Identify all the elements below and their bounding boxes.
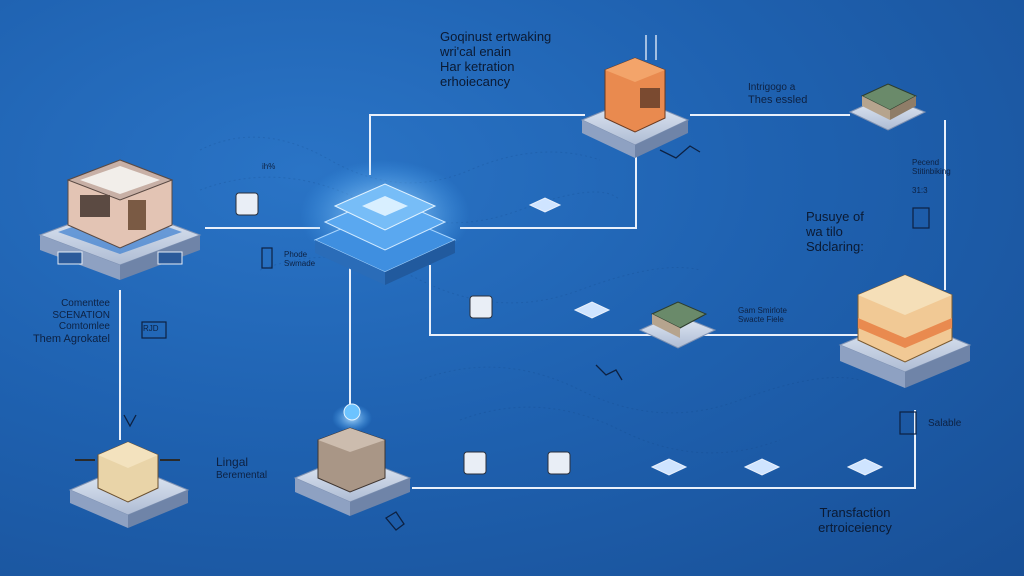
top-center-line-3: Har ketration — [440, 58, 515, 74]
left-block-line-4: Them Agrokatel — [32, 332, 110, 345]
small-glyph-top: ih% — [262, 162, 276, 171]
connector-bottom — [412, 410, 916, 489]
right-small-label: Pecend Stitinbiking 31:3 — [912, 158, 951, 196]
container-node[interactable] — [838, 274, 972, 388]
lingal-line-2: Beremental — [216, 469, 268, 481]
background-pattern — [199, 136, 861, 454]
connector-hub-down — [429, 265, 860, 336]
right-small-line-2: Stitinbiking — [912, 167, 951, 177]
cube-server-node[interactable] — [293, 403, 412, 516]
center-small-line-1: Phode — [284, 250, 308, 259]
scale-icon — [123, 145, 701, 531]
bottom-right-label: Transfaction ertroiceiency — [790, 505, 920, 536]
mid-right-small-line-1: Gam Smirlote — [738, 306, 787, 315]
hub-chip-node[interactable] — [300, 160, 470, 285]
left-block-label: Comenttee SCENATION Comtomlee Them Agrok… — [18, 298, 110, 345]
connectors — [119, 114, 946, 489]
connector-hub-up — [369, 114, 585, 175]
document-icon — [141, 207, 930, 435]
small-tag-left: RJD — [143, 324, 159, 333]
purpose-line-1: Pusuye of — [806, 209, 864, 224]
pin-icon — [645, 35, 657, 60]
lingal-line-1: Lingal — [216, 455, 249, 469]
top-center-line-1: Goqinust ertwaking — [440, 29, 552, 44]
purpose-line-2: wa tilo — [806, 223, 843, 239]
mid-right-small-line-2: Swacte Fiele — [738, 315, 784, 325]
solar-roof-node-mid[interactable] — [638, 301, 717, 349]
building-node[interactable] — [38, 159, 202, 280]
left-block-line-2: SCENATION — [52, 309, 110, 321]
scalable-label: Salable — [928, 418, 962, 429]
chip-icon — [528, 197, 884, 476]
center-small-label: Phode Swmade — [284, 250, 315, 268]
left-block-line-1: Comenttee — [61, 298, 110, 309]
right-small-line-1: Pecend — [912, 158, 940, 167]
lingal-label: Lingal Beremental — [216, 455, 268, 481]
left-block-line-3: Comtomlee — [58, 321, 110, 332]
top-center-line-2: wri'cal enain — [440, 43, 512, 59]
top-right-label: Intrigogo a Thes essled — [748, 82, 807, 106]
parcel-node[interactable] — [68, 441, 190, 528]
mid-right-small-label: Gam Smirlote Swacte Fiele — [738, 306, 787, 324]
purpose-label: Pusuye of wa tilo Sdclaring: — [806, 209, 864, 255]
top-right-line-1: Intrigogo a — [748, 82, 796, 93]
small-box-icon — [235, 192, 571, 475]
top-right-line-2: Thes essled — [748, 93, 808, 106]
right-small-line-3: 31:3 — [912, 186, 928, 196]
top-center-label: Goqinust ertwaking wri'cal enain Har ket… — [440, 29, 552, 90]
purpose-line-3: Sdclaring: — [806, 238, 864, 254]
orange-box-node[interactable] — [580, 57, 690, 158]
bottom-right-line-1: Transfaction — [819, 505, 891, 520]
bottom-right-line-2: ertroiceiency — [818, 519, 892, 535]
solar-roof-node-top[interactable] — [848, 83, 927, 131]
center-small-line-2: Swmade — [284, 259, 316, 269]
top-center-line-4: erhoiecancy — [440, 73, 511, 89]
